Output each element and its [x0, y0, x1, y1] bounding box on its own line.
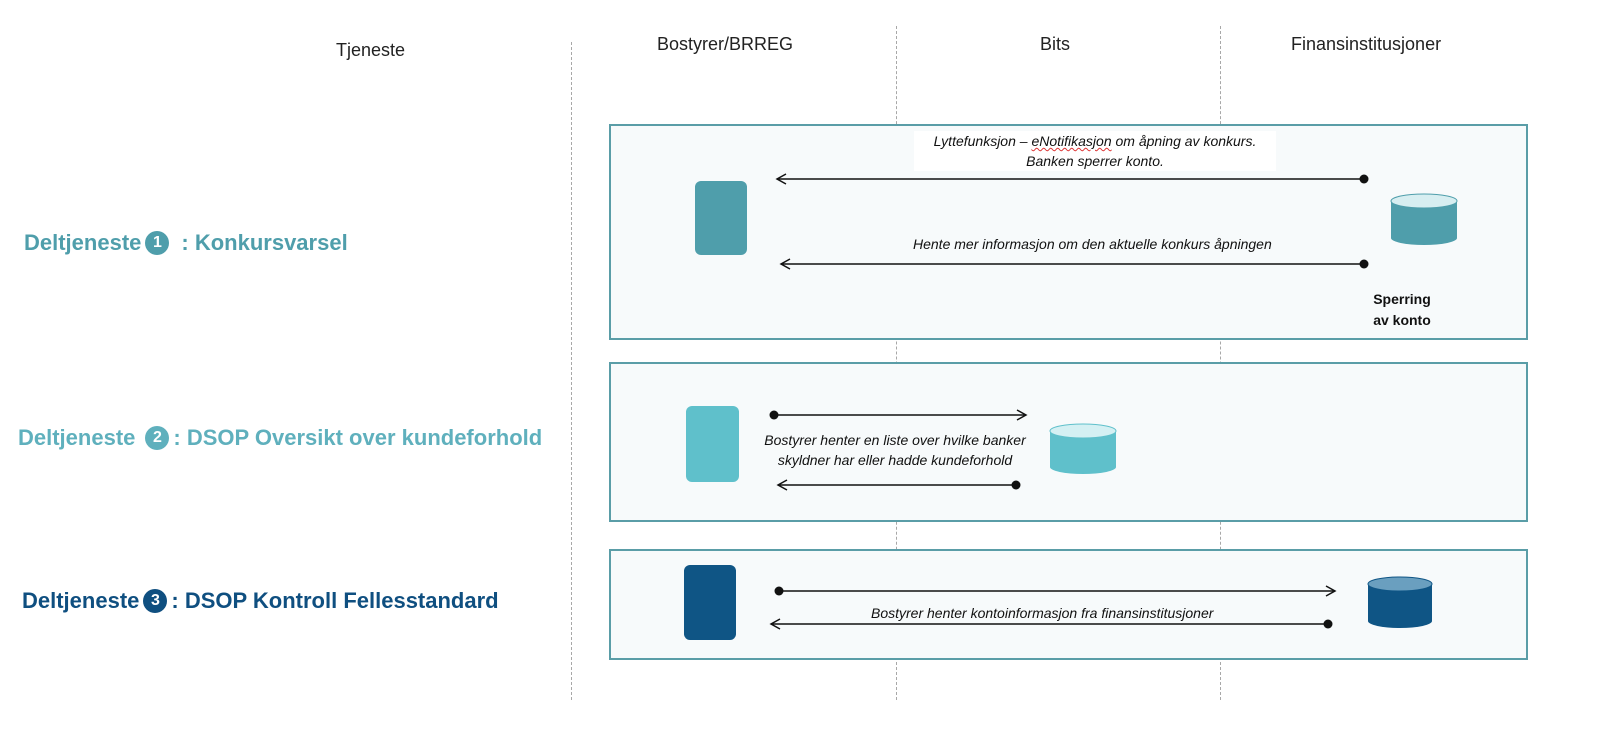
- column-header-finance: Finansinstitusjoner: [1291, 34, 1442, 54]
- database-cylinder-bits: [1049, 423, 1117, 474]
- registry-device-2: [686, 406, 739, 482]
- registry-device-3: [684, 565, 736, 640]
- database-cylinder-finance-3: [1367, 576, 1433, 628]
- service-label-3: Deltjeneste 3 : DSOP Kontroll Fellesstan…: [22, 588, 499, 614]
- notification-message-line2: Banken sperrer konto.: [1026, 153, 1164, 169]
- registry-device-1: [695, 181, 747, 255]
- service-label-2: Deltjeneste 2 : DSOP Oversikt over kunde…: [18, 425, 542, 451]
- arrow-response-bits: [776, 479, 1021, 491]
- column-header-bits: Bits: [1040, 34, 1071, 54]
- account-block-line2: av konto: [1373, 312, 1431, 328]
- arrow-request-bits: [769, 409, 1028, 421]
- service-2-prefix: Deltjeneste: [18, 425, 136, 450]
- service-3-prefix: Deltjeneste: [22, 588, 140, 613]
- bank-list-message: Bostyrer henter en liste over hvilke ban…: [750, 430, 1040, 470]
- account-info-message: Bostyrer henter kontoinformasjon fra fin…: [871, 605, 1214, 621]
- service-1-name: : Konkursvarsel: [181, 230, 348, 255]
- account-block-line1: Sperring: [1373, 291, 1431, 307]
- bank-list-message-line2: skyldner har eller hadde kundeforhold: [777, 452, 1013, 468]
- lane-divider-1: [571, 42, 572, 700]
- column-header-registry: Bostyrer/BRREG: [657, 34, 794, 54]
- column-header-service: Tjeneste: [336, 40, 406, 60]
- service-label-1: Deltjeneste 1 : Konkursvarsel: [24, 230, 348, 256]
- notification-message: Lyttefunksjon – eNotifikasjon om åpning …: [914, 131, 1276, 171]
- service-3-number-badge: 3: [143, 589, 168, 613]
- service-2-name: : DSOP Oversikt over kundeforhold: [173, 425, 543, 450]
- account-block-label: Sperring av konto: [1364, 289, 1440, 331]
- arrow-fetch-info: [779, 258, 1369, 270]
- arrow-request-finance: [774, 585, 1337, 597]
- arrow-response-finance: [769, 618, 1333, 630]
- service-3-name: : DSOP Kontroll Fellesstandard: [171, 588, 499, 613]
- database-cylinder-finance-1: [1390, 193, 1458, 245]
- service-1-prefix: Deltjeneste: [24, 230, 142, 255]
- service-2-number-badge: 2: [145, 426, 170, 450]
- fetch-info-message: Hente mer informasjon om den aktuelle ko…: [913, 236, 1272, 252]
- service-1-number-badge: 1: [145, 231, 170, 255]
- bank-list-message-line1: Bostyrer henter en liste over hvilke ban…: [764, 432, 1026, 448]
- notification-message-line1: Lyttefunksjon – eNotifikasjon om åpning …: [933, 133, 1257, 149]
- arrow-notification: [775, 173, 1369, 185]
